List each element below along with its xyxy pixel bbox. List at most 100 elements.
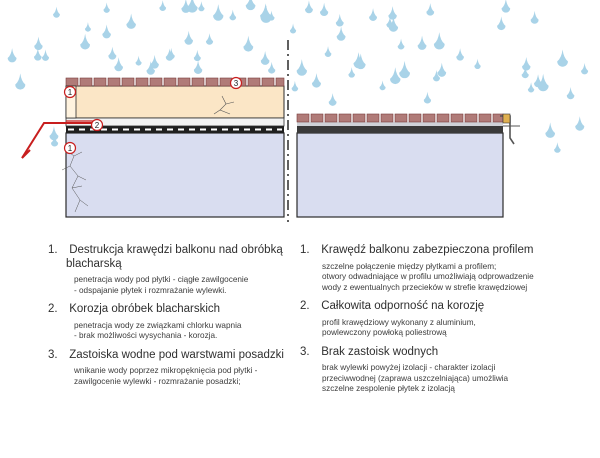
right-concrete-slab: [296, 132, 504, 218]
rain-drop: [324, 46, 332, 57]
rain-drop: [159, 0, 167, 12]
tile: [121, 77, 135, 87]
rain-drop: [243, 35, 254, 52]
rain-drop: [146, 61, 155, 75]
marker-1-top: 1: [63, 85, 77, 99]
rain-drop: [311, 73, 321, 88]
rain-drop: [456, 48, 464, 61]
tile: [324, 113, 338, 123]
rain-drop: [126, 13, 136, 29]
rain-drop: [417, 35, 427, 50]
tile: [247, 77, 261, 87]
rain-drop: [432, 69, 441, 82]
tile: [310, 113, 324, 123]
left-tiles: [65, 77, 285, 87]
right-adhesive-layer: [297, 122, 503, 126]
rain-drop: [423, 91, 432, 104]
tile: [65, 77, 79, 87]
rain-drop: [84, 22, 91, 32]
marker-1-label: 1: [68, 88, 73, 97]
left-concrete-slab: [65, 132, 285, 218]
tile: [205, 77, 219, 87]
rain-drop: [186, 0, 198, 13]
tile: [478, 113, 492, 123]
tile: [338, 113, 352, 123]
rain-drop: [336, 26, 346, 41]
rain-drop: [245, 0, 256, 11]
tile: [163, 77, 177, 87]
rain-drop: [501, 0, 511, 13]
left-item-1-body: penetracja wody pod płytki - ciągłe zawi…: [74, 275, 249, 295]
screed-crack: [213, 95, 235, 115]
tile: [135, 77, 149, 87]
rain-drop: [437, 62, 447, 77]
rain-drop: [426, 3, 435, 16]
tile: [450, 113, 464, 123]
tile: [422, 113, 436, 123]
rain-drop: [304, 0, 313, 14]
tile: [177, 77, 191, 87]
tile: [366, 113, 380, 123]
rain-drop: [268, 61, 276, 74]
rain-drop: [49, 125, 59, 141]
rain-drop: [53, 6, 60, 18]
right-item-2-body: profil krawędziowy wykonany z aluminium,…: [322, 317, 476, 338]
left-item-2-body: penetracja wody ze związkami chlorku wap…: [74, 320, 242, 341]
rain-drop: [291, 80, 299, 92]
left-item-1: 1. Destrukcja krawędzi balkonu nad obrób…: [48, 244, 338, 296]
tile: [394, 113, 408, 123]
rain-drop: [319, 2, 329, 17]
rain-drop: [150, 54, 159, 69]
rain-drop: [165, 48, 174, 61]
edge-profile-cap: [502, 113, 511, 124]
rain-drop: [229, 9, 237, 21]
rain-drop: [527, 82, 535, 93]
rain-drop: [102, 24, 111, 39]
rain-drop: [184, 30, 194, 45]
rain-drop: [554, 142, 561, 153]
rain-drop: [557, 49, 568, 67]
protected-edge-captions: 1. Krawędź balkonu zabezpieczona profile…: [300, 244, 590, 402]
tile: [380, 113, 394, 123]
rain-drop: [33, 48, 42, 61]
marker-1-side-label: 1: [68, 144, 73, 153]
rain-drop: [198, 1, 205, 12]
right-item-3-body: brak wylewki powyżej izolacji - charakte…: [322, 363, 509, 393]
rain-drop: [388, 16, 399, 32]
rain-drop: [296, 59, 308, 76]
marker-2-label: 2: [95, 121, 100, 130]
left-item-3: 3. Zastoiska wodne pod warstwami posadzk…: [48, 349, 338, 388]
left-item-1-title: 1. Destrukcja krawędzi balkonu nad obrób…: [48, 244, 283, 270]
rain-drop: [15, 73, 26, 90]
tile: [275, 77, 285, 87]
right-item-3-title: 3. Brak zastoisk wodnych: [300, 345, 439, 358]
rain-drop: [7, 48, 17, 63]
right-item-3: 3. Brak zastoisk wodnych brak wylewki po…: [300, 346, 590, 395]
drip-flashing: [21, 122, 100, 159]
rain-drop: [522, 57, 531, 71]
right-item-1-body: szczelne połączenie między płytkami a pr…: [322, 261, 534, 292]
right-item-2-title: 2. Całkowita odporność na korozję: [300, 300, 485, 312]
tile: [107, 77, 121, 87]
marker-2: 2: [90, 118, 104, 132]
rain-drop: [537, 73, 549, 92]
tile: [149, 77, 163, 87]
rain-drop: [353, 52, 364, 69]
rain-drops: [7, 0, 589, 153]
left-item-3-body: wnikanie wody poprzez mikropęknięcia pod…: [74, 366, 258, 386]
rain-drop: [545, 122, 556, 138]
tile: [408, 113, 422, 123]
rain-drop: [205, 33, 214, 45]
rain-drop: [474, 58, 481, 70]
rain-drop: [388, 6, 397, 20]
rain-drop: [260, 5, 272, 23]
rain-drop: [566, 86, 575, 100]
rain-drop: [433, 32, 445, 50]
rain-drop: [521, 66, 529, 79]
rain-drop: [50, 135, 59, 147]
left-screed: [65, 85, 285, 119]
marker-3-label: 3: [234, 79, 239, 88]
rain-drop: [114, 57, 124, 72]
rain-drop: [497, 16, 506, 31]
tile: [261, 77, 275, 87]
